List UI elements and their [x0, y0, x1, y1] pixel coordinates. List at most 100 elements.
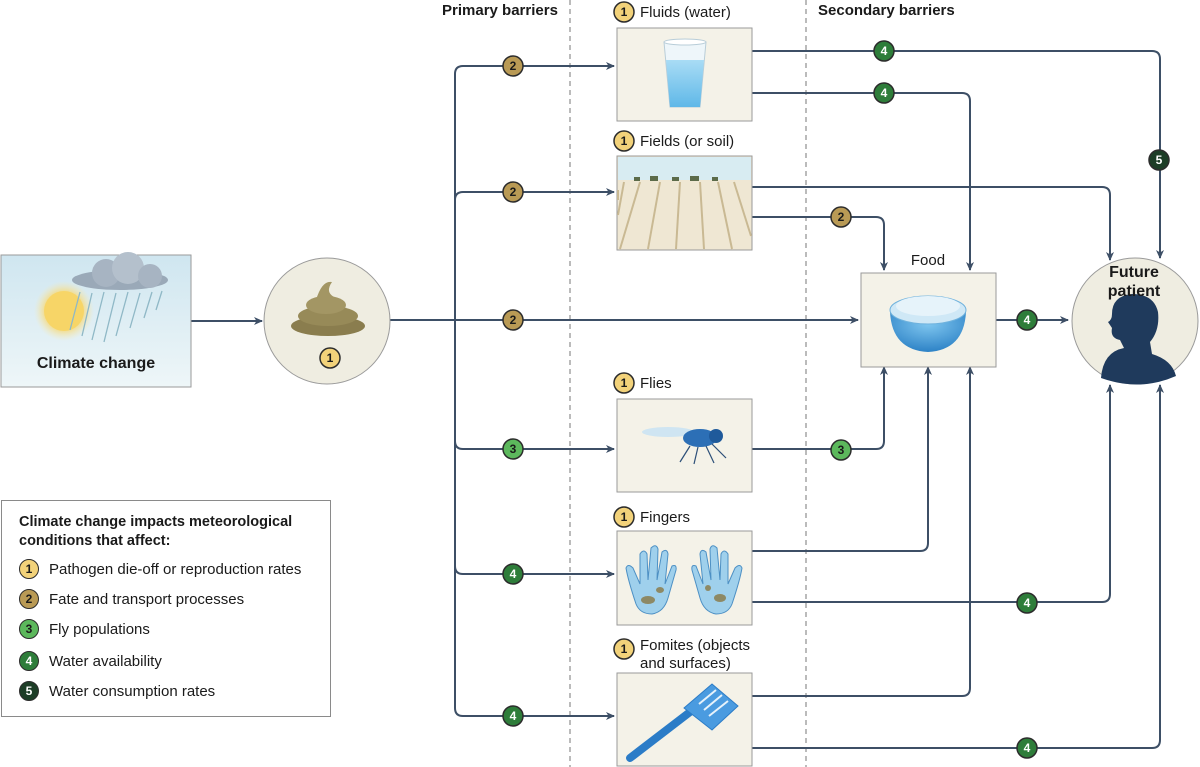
- legend-title: Climate change impacts meteorological co…: [19, 513, 319, 551]
- badge-fields-food: 2: [830, 206, 852, 228]
- arrow-fluids-patient: [752, 50, 1164, 259]
- legend-badge: 3: [19, 619, 39, 639]
- svg-text:4: 4: [1024, 596, 1031, 610]
- fluids-label: Fluids (water): [640, 4, 731, 21]
- svg-text:1: 1: [621, 510, 628, 524]
- arrow-fields-patient: [752, 186, 1114, 261]
- arrow-feces-fomites: [454, 320, 615, 720]
- legend-box: Climate change impacts meteorological co…: [1, 500, 331, 717]
- fields-node: [616, 155, 753, 251]
- arrow-fomites-food: [752, 366, 974, 697]
- arrow-fingers-patient: [752, 384, 1114, 603]
- cloud-icon: [72, 252, 168, 290]
- arrow-fomites-patient: [752, 384, 1164, 749]
- svg-text:4: 4: [1024, 313, 1031, 327]
- svg-text:5: 5: [1156, 153, 1163, 167]
- legend-item-label: Water consumption rates: [49, 682, 216, 700]
- rain-icon: [69, 290, 163, 343]
- legend-item-label: Pathogen die-off or reproduction rates: [49, 560, 302, 578]
- legend-item: 3 Fly populations: [19, 618, 150, 640]
- badge-feces-fields: 2: [502, 181, 524, 203]
- badge-fields: 1: [613, 130, 635, 152]
- svg-text:1: 1: [621, 5, 628, 19]
- badge-fluids-food: 4: [873, 82, 895, 104]
- fields-label: Fields (or soil): [640, 133, 734, 150]
- hands-icon: [625, 545, 743, 615]
- fly-icon: [642, 427, 727, 465]
- svg-text:2: 2: [838, 210, 845, 224]
- fomites-label-line2: and surfaces): [640, 655, 731, 672]
- badge-feces-fomites: 4: [502, 705, 524, 727]
- arrow-feces-fields: [454, 188, 615, 201]
- badge-fluids: 1: [613, 1, 635, 23]
- spatula-icon: [626, 683, 739, 762]
- secondary-barriers-header: Secondary barriers: [818, 2, 955, 19]
- patient-head-icon: [1101, 294, 1176, 385]
- legend-item: 2 Fate and transport processes: [19, 588, 244, 610]
- climate-change-node: Climate change: [0, 252, 192, 388]
- svg-text:2: 2: [510, 313, 517, 327]
- legend-item: 4 Water availability: [19, 650, 162, 672]
- badge-fomites-patient: 4: [1016, 737, 1038, 759]
- fingers-node: [616, 530, 753, 626]
- fomites-node: [616, 672, 753, 767]
- badge-flies-food: 3: [830, 439, 852, 461]
- badge-fluids-patient: 4: [873, 40, 895, 62]
- legend-item-label: Fate and transport processes: [49, 590, 245, 608]
- feces-icon: [291, 281, 365, 336]
- tree-line-icon: [634, 176, 718, 181]
- feces-node: [263, 257, 391, 385]
- climate-change-label: Climate change: [37, 355, 155, 372]
- badge-fingers-patient: 4: [1016, 592, 1038, 614]
- svg-text:1: 1: [621, 376, 628, 390]
- legend-badge: 1: [19, 559, 39, 579]
- arrow-feces-fluids: [454, 62, 615, 320]
- node-badges: 1 1 1 1 1 1: [319, 1, 635, 660]
- badge-feces-fluids: 2: [502, 55, 524, 77]
- patient-node: Future patient: [1071, 257, 1199, 385]
- svg-text:3: 3: [838, 443, 845, 457]
- fomites-label-line1: Fomites (objects: [640, 637, 750, 654]
- patient-label-line1: Future: [1109, 264, 1159, 281]
- food-label: Food: [911, 252, 945, 269]
- svg-text:2: 2: [510, 185, 517, 199]
- svg-text:4: 4: [510, 709, 517, 723]
- arrow-fingers-food: [752, 366, 932, 552]
- legend-item: 5 Water consumption rates: [19, 680, 215, 702]
- badge-fluids-consumption: 5: [1148, 149, 1170, 171]
- svg-text:1: 1: [327, 351, 334, 365]
- arrow-fluids-food: [752, 92, 974, 271]
- legend-badge: 4: [19, 651, 39, 671]
- food-bowl-icon: [889, 295, 967, 352]
- badge-feces-fingers: 4: [502, 563, 524, 585]
- badge-feces-flies: 3: [502, 438, 524, 460]
- arrow-fields-food: [752, 216, 888, 271]
- legend-badge: 5: [19, 681, 39, 701]
- svg-text:1: 1: [621, 642, 628, 656]
- field-furrows-icon: [617, 181, 752, 250]
- food-node: [860, 272, 997, 368]
- flies-label: Flies: [640, 375, 672, 392]
- legend-badge: 2: [19, 589, 39, 609]
- arrow-feces-flies: [454, 440, 615, 453]
- svg-text:4: 4: [881, 44, 888, 58]
- legend-item: 1 Pathogen die-off or reproduction rates: [19, 558, 301, 580]
- fluids-node: [616, 27, 753, 122]
- arrow-feces-fingers: [454, 565, 615, 578]
- primary-barriers-header: Primary barriers: [442, 2, 558, 19]
- edge-badges: 2 2 2 3 4 4 4 4 5 2 3 4 4 4: [502, 40, 1170, 759]
- svg-text:3: 3: [510, 442, 517, 456]
- arrows: [191, 50, 1164, 749]
- fingers-label: Fingers: [640, 509, 690, 526]
- svg-text:4: 4: [1024, 741, 1031, 755]
- badge-food-patient: 4: [1016, 309, 1038, 331]
- badge-flies: 1: [613, 372, 635, 394]
- water-glass-icon: [663, 38, 707, 108]
- legend-title-line2: conditions that affect:: [19, 533, 171, 549]
- svg-text:2: 2: [510, 59, 517, 73]
- svg-text:4: 4: [881, 86, 888, 100]
- badge-fingers: 1: [613, 506, 635, 528]
- svg-text:4: 4: [510, 567, 517, 581]
- patient-label-line2: patient: [1108, 283, 1161, 300]
